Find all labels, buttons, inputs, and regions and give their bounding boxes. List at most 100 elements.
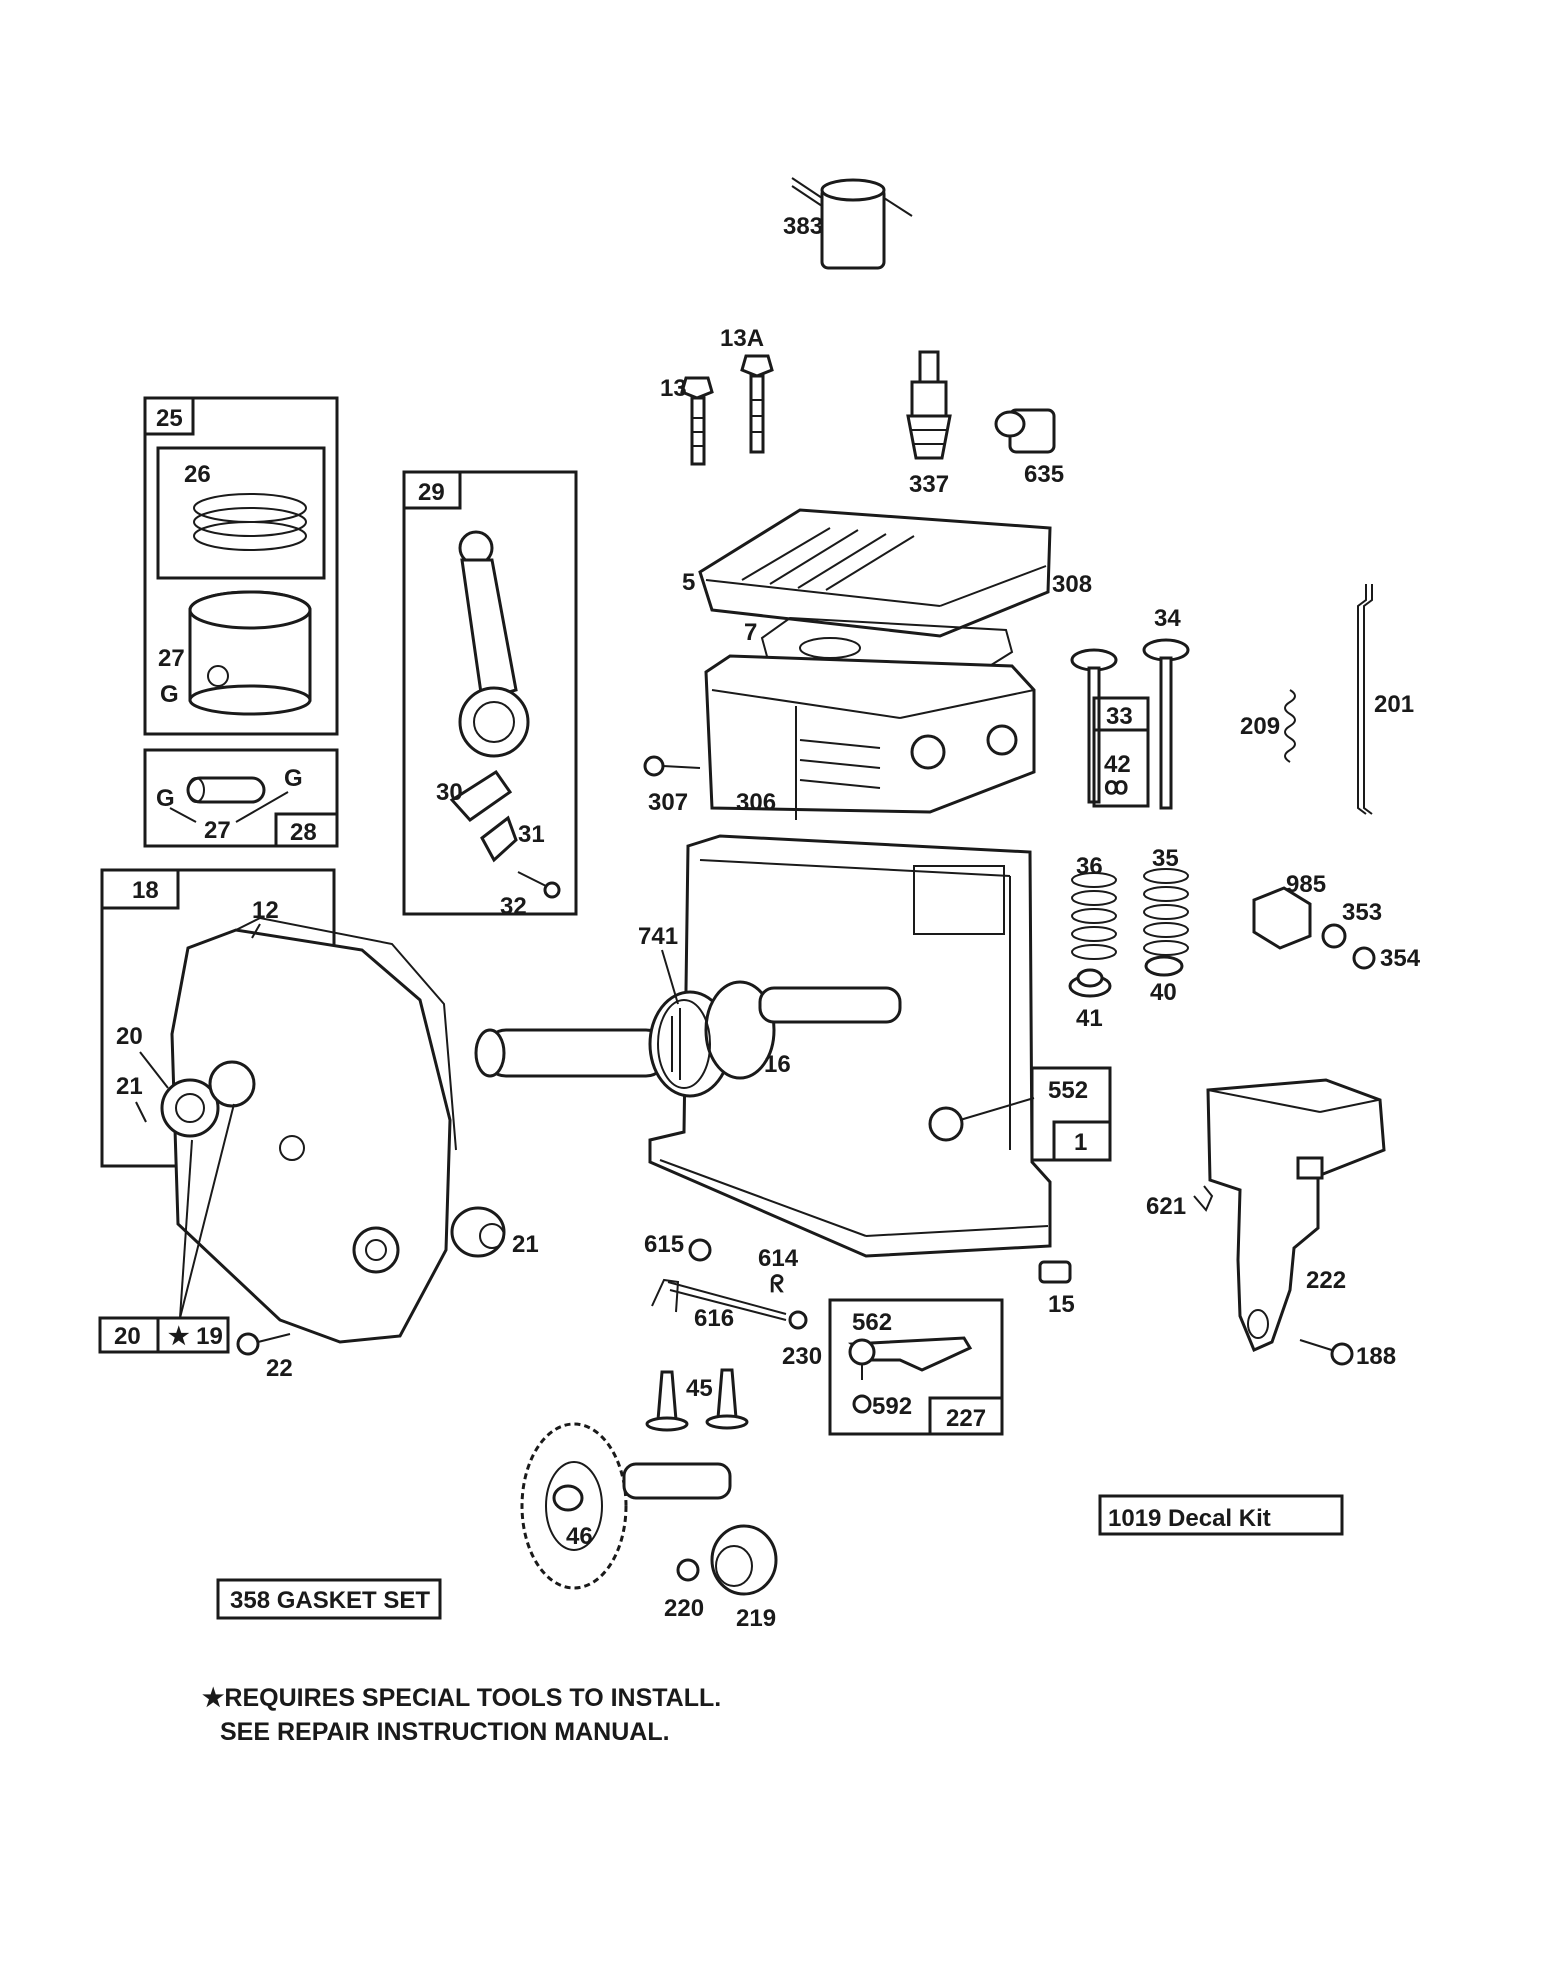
label-12: 12 bbox=[252, 897, 279, 924]
component-985-drawing bbox=[1252, 886, 1312, 950]
clip-615-drawing bbox=[688, 1238, 712, 1262]
label-188: 188 bbox=[1356, 1343, 1396, 1370]
label-33: 33 bbox=[1106, 703, 1133, 730]
label-box-28 bbox=[274, 812, 339, 848]
label-592: 592 bbox=[872, 1393, 912, 1420]
terminal-635-drawing bbox=[994, 408, 1056, 454]
label-615: 615 bbox=[644, 1231, 684, 1258]
screw-22-drawing bbox=[236, 1332, 291, 1356]
clip-621-drawing bbox=[1193, 1185, 1214, 1212]
label-35: 35 bbox=[1152, 845, 1179, 872]
label-562: 562 bbox=[852, 1309, 892, 1336]
piston-pin-drawing bbox=[186, 776, 266, 804]
retainer-40-drawing bbox=[1144, 955, 1184, 977]
pin-614-glyph: ᖇ bbox=[770, 1271, 784, 1298]
sump-cover-drawing bbox=[160, 916, 457, 1344]
kit-box-28 bbox=[143, 748, 339, 848]
label-18: 18 bbox=[132, 877, 159, 904]
screw-188-drawing bbox=[1299, 1339, 1354, 1366]
label-32: 32 bbox=[500, 893, 527, 920]
cylinder-block-306-drawing bbox=[704, 654, 1036, 820]
nut-592-drawing bbox=[852, 1394, 872, 1414]
governor-lever-562-drawing bbox=[847, 1336, 973, 1380]
kit-box-25 bbox=[143, 396, 339, 736]
kit-box-227 bbox=[828, 1298, 1004, 1436]
gear-219-drawing bbox=[710, 1524, 778, 1596]
washer-220-drawing bbox=[676, 1558, 700, 1582]
valve-34-drawing bbox=[1142, 638, 1190, 810]
label-box-18 bbox=[100, 868, 180, 910]
plug-15-drawing bbox=[1038, 1260, 1072, 1284]
footnote-line-2: SEE REPAIR INSTRUCTION MANUAL. bbox=[220, 1718, 670, 1746]
spark-plug-337-drawing bbox=[906, 350, 952, 460]
label-26: 26 bbox=[184, 461, 211, 488]
label-230: 230 bbox=[782, 1343, 822, 1370]
label-227: 227 bbox=[946, 1405, 986, 1432]
label-40: 40 bbox=[1150, 979, 1177, 1006]
washer-353-drawing bbox=[1321, 923, 1347, 949]
label-25: 25 bbox=[156, 405, 183, 432]
label-box-29 bbox=[402, 470, 462, 510]
label-34: 34 bbox=[1154, 605, 1181, 632]
label-16: 16 bbox=[764, 1051, 791, 1078]
label-28: 28 bbox=[290, 819, 317, 846]
label-27-pin: 27 bbox=[204, 817, 231, 844]
camshaft-46-drawing bbox=[520, 1422, 732, 1590]
decal-kit-box bbox=[1098, 1494, 1344, 1536]
gasket-set-box bbox=[216, 1578, 442, 1620]
label-box-227 bbox=[928, 1396, 1004, 1436]
label-31: 31 bbox=[518, 821, 545, 848]
label-19: ★ 19 bbox=[168, 1323, 223, 1350]
label-42: 42 bbox=[1104, 751, 1131, 778]
tool-383-drawing bbox=[791, 177, 913, 270]
label-13a: 13A bbox=[720, 325, 764, 352]
circlip-g-left: G bbox=[156, 785, 175, 812]
connecting-rod-drawing bbox=[449, 530, 530, 863]
label-45: 45 bbox=[686, 1375, 713, 1402]
label-15: 15 bbox=[1048, 1291, 1075, 1318]
label-308: 308 bbox=[1052, 571, 1092, 598]
crank-gear-741-drawing bbox=[657, 999, 711, 1089]
piston-drawing bbox=[188, 590, 312, 716]
valve-spring-35-drawing bbox=[1143, 868, 1189, 956]
label-635: 635 bbox=[1024, 461, 1064, 488]
label-220: 220 bbox=[664, 1595, 704, 1622]
label-201: 201 bbox=[1374, 691, 1414, 718]
screw-307-drawing bbox=[643, 755, 701, 777]
label-209: 209 bbox=[1240, 713, 1280, 740]
label-552: 552 bbox=[1048, 1077, 1088, 1104]
footnote-line-1: ★REQUIRES SPECIAL TOOLS TO INSTALL. bbox=[202, 1684, 721, 1712]
label-741: 741 bbox=[638, 923, 678, 950]
valve-spring-36-drawing bbox=[1071, 872, 1117, 960]
label-219: 219 bbox=[736, 1605, 776, 1632]
label-354: 354 bbox=[1380, 945, 1421, 972]
label-21-right: 21 bbox=[512, 1231, 539, 1258]
label-box-19 bbox=[156, 1316, 230, 1354]
crankcase-1-drawing bbox=[648, 834, 1052, 1258]
seal-21-drawing bbox=[450, 1206, 506, 1258]
label-306: 306 bbox=[736, 789, 776, 816]
kit-box-26 bbox=[156, 446, 326, 580]
label-30: 30 bbox=[436, 779, 463, 806]
crankshaft-16-drawing bbox=[474, 980, 902, 1098]
label-46: 46 bbox=[566, 1523, 593, 1550]
label-41: 41 bbox=[1076, 1005, 1103, 1032]
decal-kit-label: 1019 Decal Kit bbox=[1108, 1505, 1271, 1532]
retainer-41-drawing bbox=[1068, 968, 1112, 998]
label-20-box: 20 bbox=[114, 1323, 141, 1350]
governor-crank-616-drawing bbox=[651, 1278, 787, 1321]
gasket-set-label: 358 GASKET SET bbox=[230, 1587, 430, 1614]
label-222: 222 bbox=[1306, 1267, 1346, 1294]
circlip-g-27: G bbox=[160, 681, 179, 708]
cylinder-head-308-drawing bbox=[698, 508, 1052, 638]
label-337: 337 bbox=[909, 471, 949, 498]
label-box-33 bbox=[1092, 696, 1150, 732]
bolt-13-drawing bbox=[680, 376, 714, 466]
label-21: 21 bbox=[116, 1073, 143, 1100]
bolt-13a-drawing bbox=[740, 354, 774, 454]
label-box-25 bbox=[143, 396, 195, 436]
label-353: 353 bbox=[1342, 899, 1382, 926]
label-621: 621 bbox=[1146, 1193, 1186, 1220]
